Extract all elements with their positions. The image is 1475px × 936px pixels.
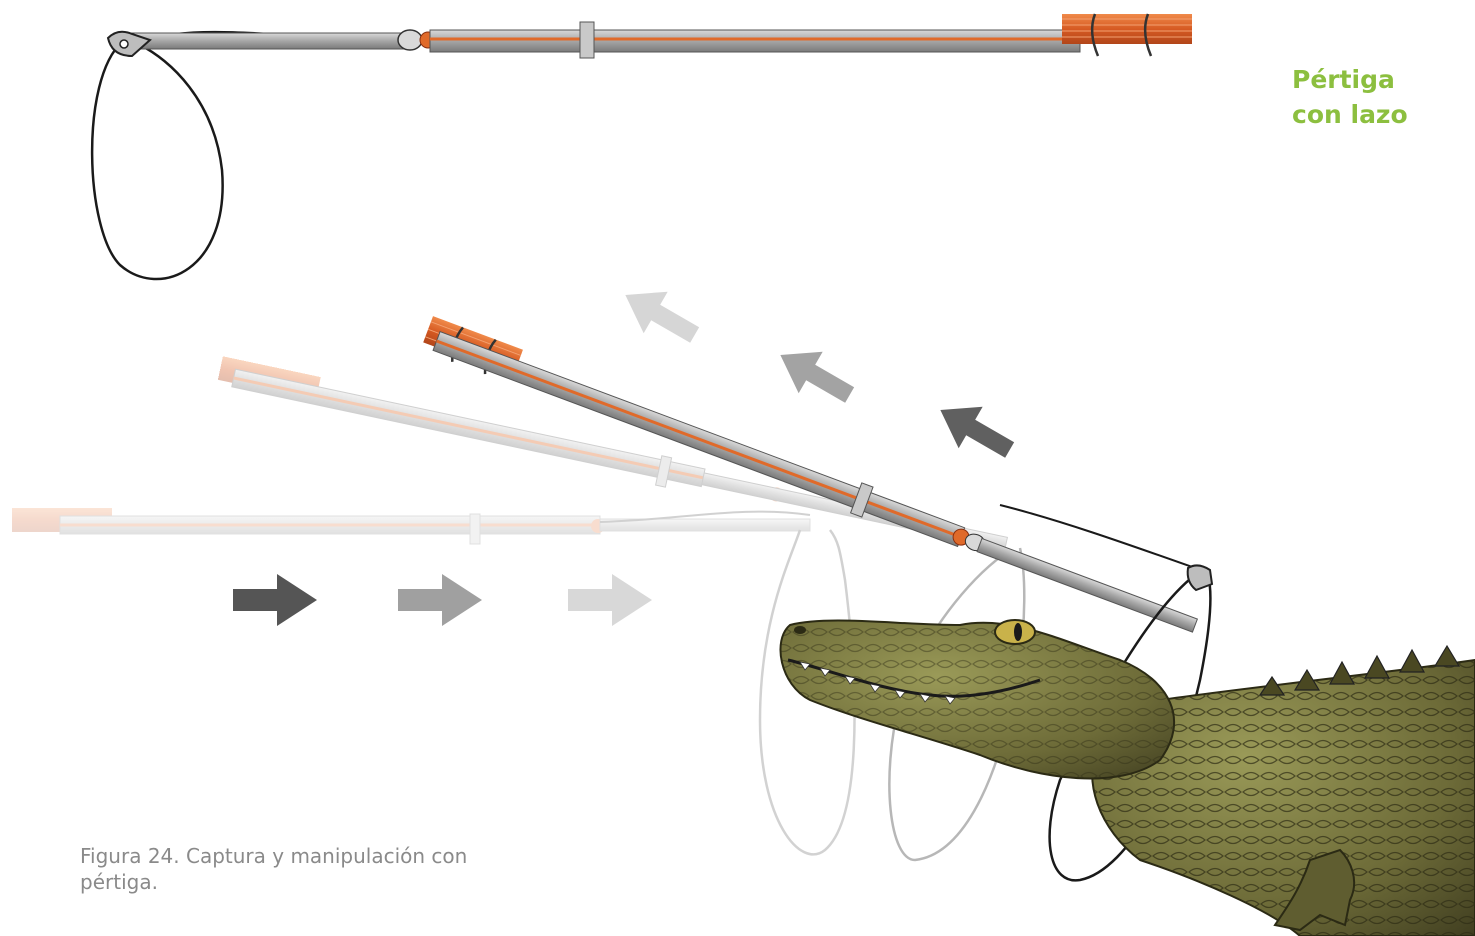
arrow-left-light [613,274,706,356]
figure-title-line-1: Pértiga [1292,62,1462,97]
caiman-illustration [780,620,1475,936]
figure-title-line-2: con lazo [1292,97,1462,132]
arrow-right-mid [398,574,482,626]
arrow-right-light [568,574,652,626]
figure-title: Pértiga con lazo [1292,62,1462,132]
arrow-right-dark [233,574,317,626]
arrow-left-mid [768,334,861,416]
pole-position-1 [12,508,855,854]
pole-with-noose [92,14,1192,279]
pole-position-3 [420,316,1212,880]
figure-caption: Figura 24. Captura y manipulación con pé… [80,843,500,895]
arrow-left-dark [928,389,1021,471]
